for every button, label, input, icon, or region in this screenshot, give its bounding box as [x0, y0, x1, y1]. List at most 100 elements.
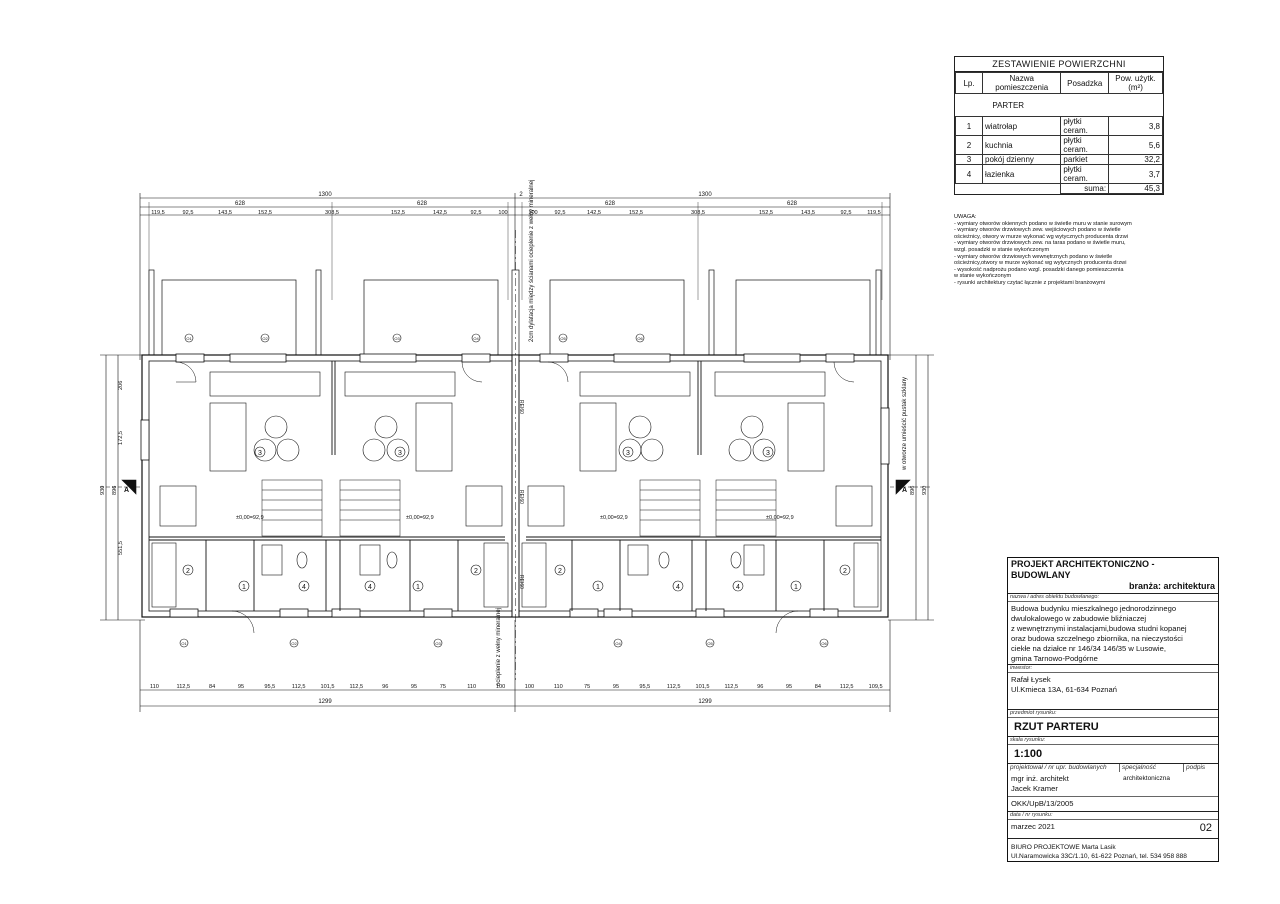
dim-left: 896 — [112, 486, 118, 495]
terraces — [148, 269, 882, 356]
room-tag: 3 — [626, 450, 630, 457]
office-section: BIURO PROJEKTOWE Marta Lasik Ul.Naramowi… — [1008, 839, 1218, 863]
dim-bottom-total-right: 1299 — [698, 699, 712, 705]
dim-detail: 92,5 — [471, 210, 482, 216]
scale-caption: skala rysunku: — [1008, 737, 1218, 745]
area-row-floor: parkiet — [1060, 154, 1110, 165]
dim-bottom-detail: 95 — [786, 684, 792, 690]
office-line: Ul.Naramowicka 33C/1.10, 61-622 Poznań, … — [1011, 853, 1187, 860]
note-line: - wysokość nadprożu podano wzgl. posadzk… — [954, 266, 1124, 273]
dim-detail: 142,5 — [433, 210, 447, 216]
investor-section: inwestor: Rafał Łysek Ul.Kmieca 13A, 61-… — [1008, 665, 1218, 710]
note-glass-block: w otworze umieścić pustak szklany — [902, 377, 908, 471]
rei-label: REI60 — [518, 490, 524, 504]
dim-bottom-detail: 100 — [496, 684, 505, 690]
dim-bottom-detail: 109,5 — [869, 684, 883, 690]
section-markers: A A — [100, 479, 930, 495]
dim-top-half-2: 628 — [417, 201, 428, 207]
area-header-lp: Lp. — [955, 72, 983, 94]
project-branch: branża: architektura — [1128, 581, 1215, 591]
room-tag: 2 — [186, 568, 190, 575]
object-line: Budowa budynku mieszkalnego jednorodzinn… — [1011, 604, 1177, 613]
drawing-date: marzec 2021 — [1011, 822, 1055, 831]
area-row-floor: płytki ceram. — [1060, 164, 1110, 184]
drawing-notes: UWAGA: - wymiary otworów okiennych podan… — [954, 214, 1169, 287]
note-line: - rysunki architektury czytać łącznie z … — [954, 279, 1106, 286]
designer-line: mgr inż. architekt — [1011, 774, 1069, 783]
dim-top-half-3: 628 — [605, 201, 616, 207]
window-mark: O6 — [637, 336, 643, 341]
rei-label: REI60 — [518, 400, 524, 414]
dim-detail: 92,5 — [841, 210, 852, 216]
area-summary-table: ZESTAWIENIE POWIERZCHNI Lp. Nazwa pomies… — [954, 56, 1164, 195]
area-sum-label: suma: — [1060, 183, 1110, 194]
object-line: dwulokalowego w zabudowie bliźniaczej — [1011, 614, 1147, 623]
room-tag: 1 — [794, 584, 798, 591]
dim-detail: 143,5 — [801, 210, 815, 216]
object-line: ciekłe na działce nr 146/34 146/35 w Lus… — [1011, 644, 1166, 653]
scale-section: skala rysunku: 1:100 — [1008, 737, 1218, 764]
dim-bottom-detail: 112,5 — [725, 684, 739, 690]
dim-left: 930 — [100, 486, 106, 495]
area-row-lp: 3 — [955, 154, 983, 165]
sheet-number: 02 — [1199, 822, 1212, 834]
dim-detail: 152,5 — [629, 210, 643, 216]
level-mark: ±0,00=92,9 — [600, 515, 628, 521]
dim-bottom-detail: 95 — [613, 684, 619, 690]
room-tag: 3 — [766, 450, 770, 457]
room-tags: 3 3 3 3 2 2 2 2 1 1 1 1 4 4 4 4 — [182, 446, 851, 592]
dim-bottom-detail: 75 — [584, 684, 590, 690]
investor-line: Ul.Kmieca 13A, 61-634 Poznań — [1011, 685, 1117, 694]
area-row-area: 3,7 — [1108, 164, 1163, 184]
area-sum-value: 45,3 — [1108, 183, 1163, 194]
object-line: oraz budowa szczelnego zbiornika, na nie… — [1011, 634, 1183, 643]
room-tag: 2 — [474, 568, 478, 575]
room-tag: 4 — [302, 584, 306, 591]
dim-bottom-detail: 75 — [440, 684, 446, 690]
area-header-area: Pow. użytk. (m²) — [1108, 72, 1163, 94]
room-tag: 4 — [736, 584, 740, 591]
note-line: - wymiary otworów drzwiowych wewnętrznyc… — [954, 253, 1113, 260]
level-marks: ±0,00=92,9 ±0,00=92,9 ±0,00=92,9 ±0,00=9… — [236, 515, 794, 521]
table-row: 2 kuchnia płytki ceram. 5,6 — [955, 135, 1163, 155]
note-line: - wymiary otworów drzwiowych zew. na tar… — [954, 240, 1126, 247]
area-header-floor: Posadzka — [1060, 72, 1110, 94]
title-block-header: PROJEKT ARCHITEKTONICZNO - BUDOWLANY bra… — [1008, 558, 1218, 594]
dim-left: 551,5 — [118, 541, 124, 555]
dim-bottom-detail: 84 — [209, 684, 215, 690]
investor-caption: inwestor: — [1008, 665, 1218, 673]
dim-detail: 100 — [528, 210, 537, 216]
note-dilatation: 2cm dylatacja między ścianami ocieplenie… — [529, 180, 535, 342]
room-tag: 2 — [558, 568, 562, 575]
designer-line: Jacek Kramer — [1011, 784, 1058, 793]
project-type: PROJEKT ARCHITEKTONICZNO - BUDOWLANY — [1011, 559, 1155, 580]
area-row-name: wiatrołap — [981, 116, 1062, 136]
dim-bottom-detail: 84 — [815, 684, 821, 690]
dim-detail: 92,5 — [183, 210, 194, 216]
table-row: 1 wiatrołap płytki ceram. 3,8 — [955, 116, 1163, 136]
dim-bottom-detail: 95,5 — [639, 684, 650, 690]
license-number: OKK/UpB/13/2005 — [1008, 796, 1218, 811]
annotations: 2cm dylatacja między ścianami ocieplenie… — [496, 180, 908, 686]
dim-detail: 143,5 — [218, 210, 232, 216]
signature-caption: podpis — [1186, 764, 1206, 771]
note-line: w stanie wykończonym — [954, 273, 1012, 280]
area-row-name: kuchnia — [981, 135, 1062, 155]
dim-detail: 152,5 — [391, 210, 405, 216]
area-header-name: Nazwa pomieszczenia — [981, 72, 1062, 94]
dim-top-total-right: 1300 — [698, 192, 712, 198]
dim-right: 930 — [922, 486, 928, 495]
designer-section: projektował / nr upr. budowlanych specja… — [1008, 764, 1218, 812]
object-section: nazwa i adres obiektu budowlanego: Budow… — [1008, 594, 1218, 665]
note-line: ościeżnicy, otwory w murze wykonać wg wy… — [954, 233, 1128, 240]
area-row-name: pokój dzienny — [981, 154, 1062, 165]
dim-bottom-detail: 96 — [757, 684, 763, 690]
dim-bottom-detail: 110 — [150, 684, 159, 690]
dim-bottom-total-left: 1299 — [318, 699, 332, 705]
level-mark: ±0,00=92,9 — [766, 515, 794, 521]
dim-detail: 119,5 — [867, 210, 881, 216]
window-mark: O5 — [707, 641, 713, 646]
subject-section: przedmiot rysunku: RZUT PARTERU — [1008, 710, 1218, 737]
